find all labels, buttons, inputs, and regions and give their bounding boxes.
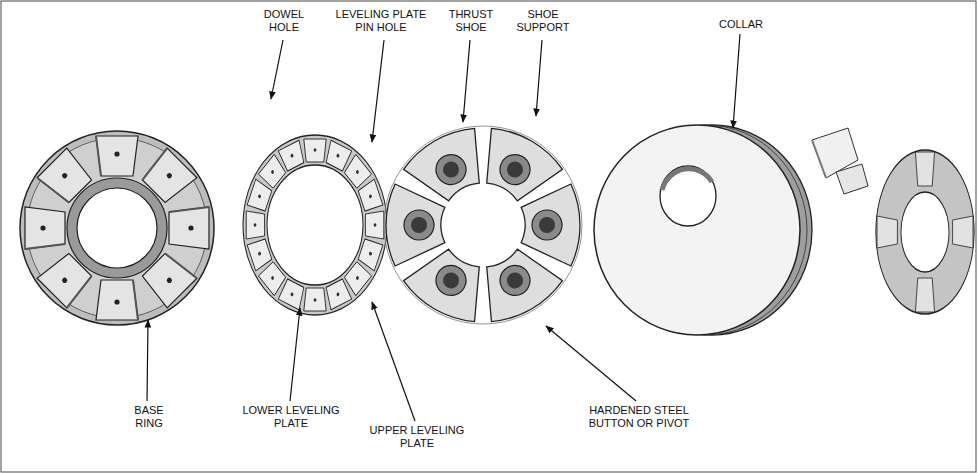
part-label: HARDENED STEEL BUTTON OR PIVOT <box>572 404 706 430</box>
part-label: BASE RING <box>125 404 173 430</box>
second-base-ring <box>876 150 974 314</box>
part-label: UPPER LEVELING PLATE <box>366 424 468 450</box>
part-label: COLLAR <box>708 18 774 31</box>
leader-lines <box>147 34 740 421</box>
part-label: DOWEL HOLE <box>255 8 313 34</box>
loose-shoes <box>812 128 868 194</box>
part-label: LOWER LEVELING PLATE <box>240 404 342 430</box>
base-ring <box>20 131 214 325</box>
part-label: THRUST SHOE <box>440 8 502 34</box>
leveling-plate-ring <box>243 135 387 315</box>
collar-disc <box>594 125 812 335</box>
part-label: SHOE SUPPORT <box>508 8 578 34</box>
thrust-shoe-ring <box>384 121 582 330</box>
part-label: LEVELING PLATE PIN HOLE <box>330 8 432 34</box>
